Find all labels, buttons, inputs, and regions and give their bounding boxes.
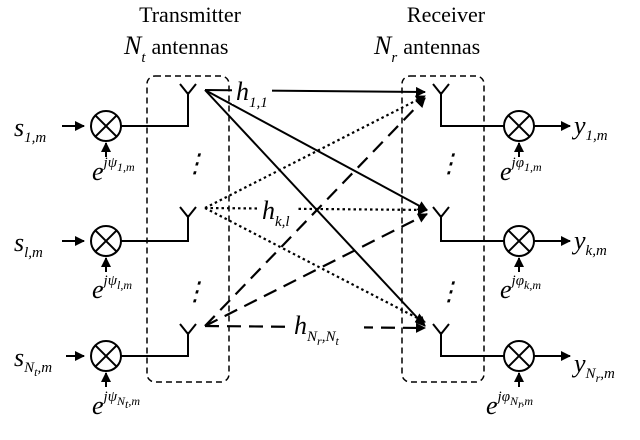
link-tx1-rxnr: [204, 89, 426, 327]
rx-ellipsis-1: ⋮: [436, 149, 462, 178]
rx-feed-k: [440, 215, 504, 242]
rx-phase-nr: ejφNr,m: [486, 389, 533, 420]
tx-row-1: s1,m ejψ1,m: [14, 83, 197, 186]
tx-input-1: s1,m: [14, 113, 46, 146]
tx-phase-l: ejψl,m: [92, 273, 132, 304]
rx-row-nr: ejφNr,m yNr,m: [432, 323, 615, 420]
rx-feed-nr: [440, 332, 504, 357]
tx-antenna-l: [179, 206, 197, 219]
rx-output-nr: yNr,m: [571, 349, 615, 385]
tx-phase-nt: ejψNt,m: [92, 389, 140, 420]
tx-phase-1: ejψ1,m: [92, 155, 135, 186]
tx-antenna-1: [179, 83, 197, 96]
channel-links: [204, 86, 428, 333]
link-txl-rxnr: [204, 207, 426, 323]
receiver-antenna-box: [401, 75, 485, 383]
tx-row-nt: sNt,m ejψNt,m: [14, 323, 197, 420]
transmitter-antenna-box: [146, 75, 230, 383]
tx-multiplier-1: [90, 110, 122, 142]
tx-input-l: sl,m: [14, 228, 43, 261]
rx-phase-k: ejφk,m: [500, 273, 541, 304]
channel-label-hnrnt: hNr,Nt: [294, 311, 339, 348]
tx-feed-l: [121, 215, 189, 242]
rx-multiplier-1: [503, 110, 535, 142]
tx-feed-1: [121, 92, 189, 127]
rx-ellipsis-2: ⋮: [436, 277, 462, 306]
tx-feed-nt: [121, 332, 189, 357]
rx-multiplier-nr: [503, 340, 535, 372]
link-txl-rx1: [204, 95, 426, 209]
receiver-title: Receiver: [407, 2, 486, 27]
channel-label-hkl: hk,l: [262, 196, 290, 230]
transmitter-title: Transmitter: [139, 2, 242, 27]
tx-antenna-nt: [179, 323, 197, 336]
tx-input-nt: sNt,m: [14, 343, 52, 379]
tx-row-l: sl,m ejψl,m: [14, 206, 197, 304]
tx-ellipsis-1: ⋮: [182, 149, 208, 178]
rx-output-k: yk,m: [571, 226, 607, 259]
channel-labels: h1,1 hk,l hNr,Nt: [232, 74, 364, 348]
rx-row-1: ejφ1,m y1,m: [432, 83, 608, 186]
rx-phase-1: ejφ1,m: [500, 155, 542, 186]
tx-ellipsis-2: ⋮: [182, 277, 208, 306]
rx-feed-1: [440, 92, 504, 127]
rx-multiplier-k: [503, 225, 535, 257]
link-txnt-rx1: [204, 97, 426, 327]
rx-row-k: ejφk,m yk,m: [432, 206, 607, 304]
link-tx1-rxk: [204, 89, 428, 211]
rx-output-1: y1,m: [571, 111, 608, 144]
channel-label-h11: h1,1: [236, 77, 268, 111]
tx-multiplier-nt: [90, 340, 122, 372]
tx-multiplier-l: [90, 225, 122, 257]
link-txl-rxk: [204, 204, 428, 215]
link-txnt-rxk: [204, 213, 428, 327]
